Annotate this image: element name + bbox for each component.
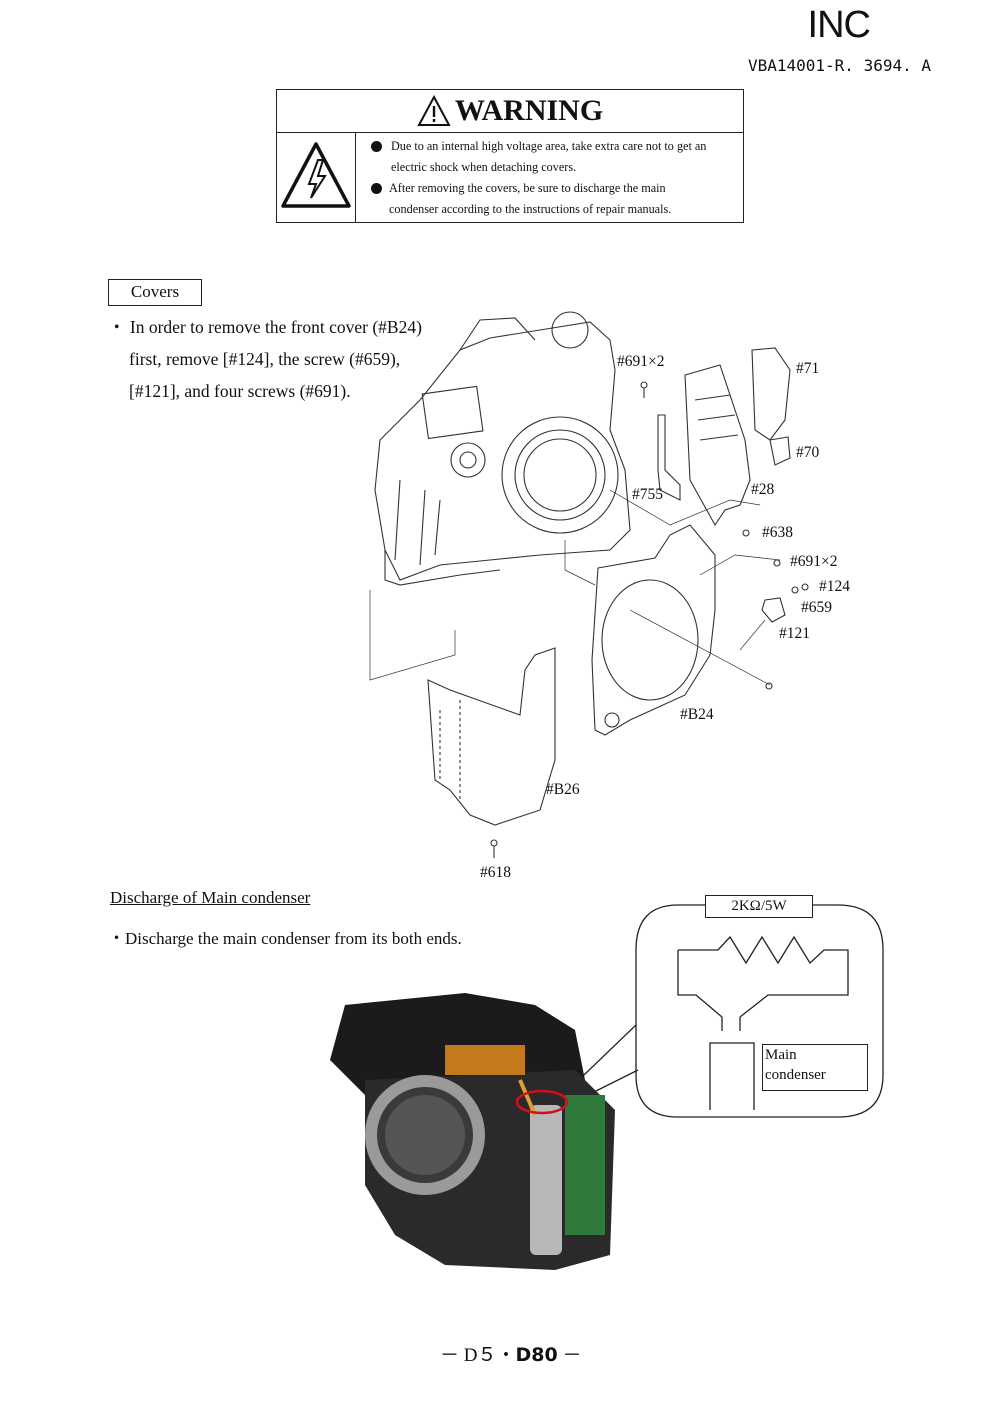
camera-photo (330, 993, 615, 1270)
camera-top-plate (459, 317, 536, 351)
terminal-cover-part (751, 347, 791, 441)
exploded-view-diagram (369, 311, 809, 858)
lcd-panel (421, 385, 484, 440)
covers-heading: Covers (108, 279, 202, 306)
footer-suffix: － (557, 1345, 582, 1366)
circuit-board-photo (565, 1095, 605, 1235)
warning-title-row: WARNING (277, 90, 743, 133)
part-label: #B24 (680, 706, 714, 723)
front-cover-part (591, 524, 716, 736)
warning-line: After removing the covers, be sure to di… (361, 178, 743, 199)
screw-icon (773, 559, 781, 567)
screw-icon (742, 529, 750, 537)
flex-strip-part (657, 414, 681, 501)
document-code: VBA14001-R. 3694. A (747, 56, 931, 75)
warning-line: condenser according to the instructions … (389, 202, 672, 216)
covers-instruction-line: ・ In order to remove the front cover (#B… (108, 317, 422, 337)
high-voltage-icon (281, 142, 351, 208)
part-label: #638 (762, 524, 793, 541)
condenser-outline (709, 1042, 755, 1110)
guide-line (564, 540, 596, 586)
part-label: #124 (819, 578, 850, 595)
screw-icon (490, 839, 498, 847)
callout-bubble (635, 904, 884, 1118)
screw-icon (791, 586, 799, 594)
highlight-circle-icon (515, 1089, 569, 1115)
discharge-instruction: ・Discharge the main condenser from its b… (108, 929, 462, 948)
screw-icon (640, 381, 648, 389)
bullet-dot-icon (371, 183, 382, 194)
warning-box: WARNING Due to an internal high voltage … (276, 89, 744, 223)
side-panel-part (684, 364, 751, 527)
covers-instruction-line: first, remove [#124], the screw (#659), (129, 349, 401, 369)
guide-line (369, 590, 456, 681)
guide-line (699, 554, 781, 576)
guide-line (629, 609, 771, 686)
part-label: #B26 (546, 781, 580, 798)
camera-body-outline (374, 321, 631, 581)
screw-icon (801, 583, 809, 591)
part-label: #618 (480, 864, 511, 881)
small-cover-part (769, 436, 791, 466)
part-label: #70 (796, 444, 820, 461)
lens-mount-inner (514, 429, 606, 521)
resistor-label: 2KΩ/5W (705, 895, 813, 918)
grip-cover-part (427, 647, 556, 826)
covers-instruction-line: [#121], and four screws (#691). (129, 381, 351, 401)
bullet-dot-icon (371, 141, 382, 152)
warning-icon-cell (277, 132, 356, 222)
guide-line (739, 619, 766, 651)
part-label: #71 (796, 360, 820, 377)
screw-icon (765, 682, 773, 690)
warning-line: electric shock when detaching covers. (391, 160, 577, 174)
part-label: #659 (801, 599, 832, 616)
part-label: #691×2 (790, 553, 838, 570)
caution-triangle-icon (417, 95, 451, 126)
lens-mount-outer (501, 416, 619, 534)
part-label: #28 (751, 481, 775, 498)
ring-part (761, 597, 786, 623)
main-condenser-photo (530, 1105, 562, 1255)
control-dial-icon (450, 442, 486, 478)
warning-text: Due to an internal high voltage area, ta… (361, 136, 743, 220)
guide-line (609, 489, 761, 526)
part-label: #755 (632, 486, 663, 503)
brand-title: INC (807, 4, 871, 46)
part-label: #691×2 (617, 353, 665, 370)
resistor-icon (677, 935, 849, 1018)
warning-line: Due to an internal high voltage area, ta… (361, 136, 743, 157)
condenser-label: condenser (765, 1067, 826, 1083)
discharge-heading: Discharge of Main condenser (110, 888, 311, 907)
footer-prefix: － D５・ (440, 1345, 516, 1366)
page-footer: － D５・D80 － (440, 1340, 581, 1367)
mode-dial-icon (551, 311, 589, 349)
part-label: #121 (779, 625, 810, 642)
warning-title: WARNING (454, 94, 604, 127)
condenser-label-box: Main condenser (762, 1044, 868, 1091)
condenser-label: Main (765, 1047, 797, 1063)
footer-model: D80 (515, 1344, 558, 1366)
